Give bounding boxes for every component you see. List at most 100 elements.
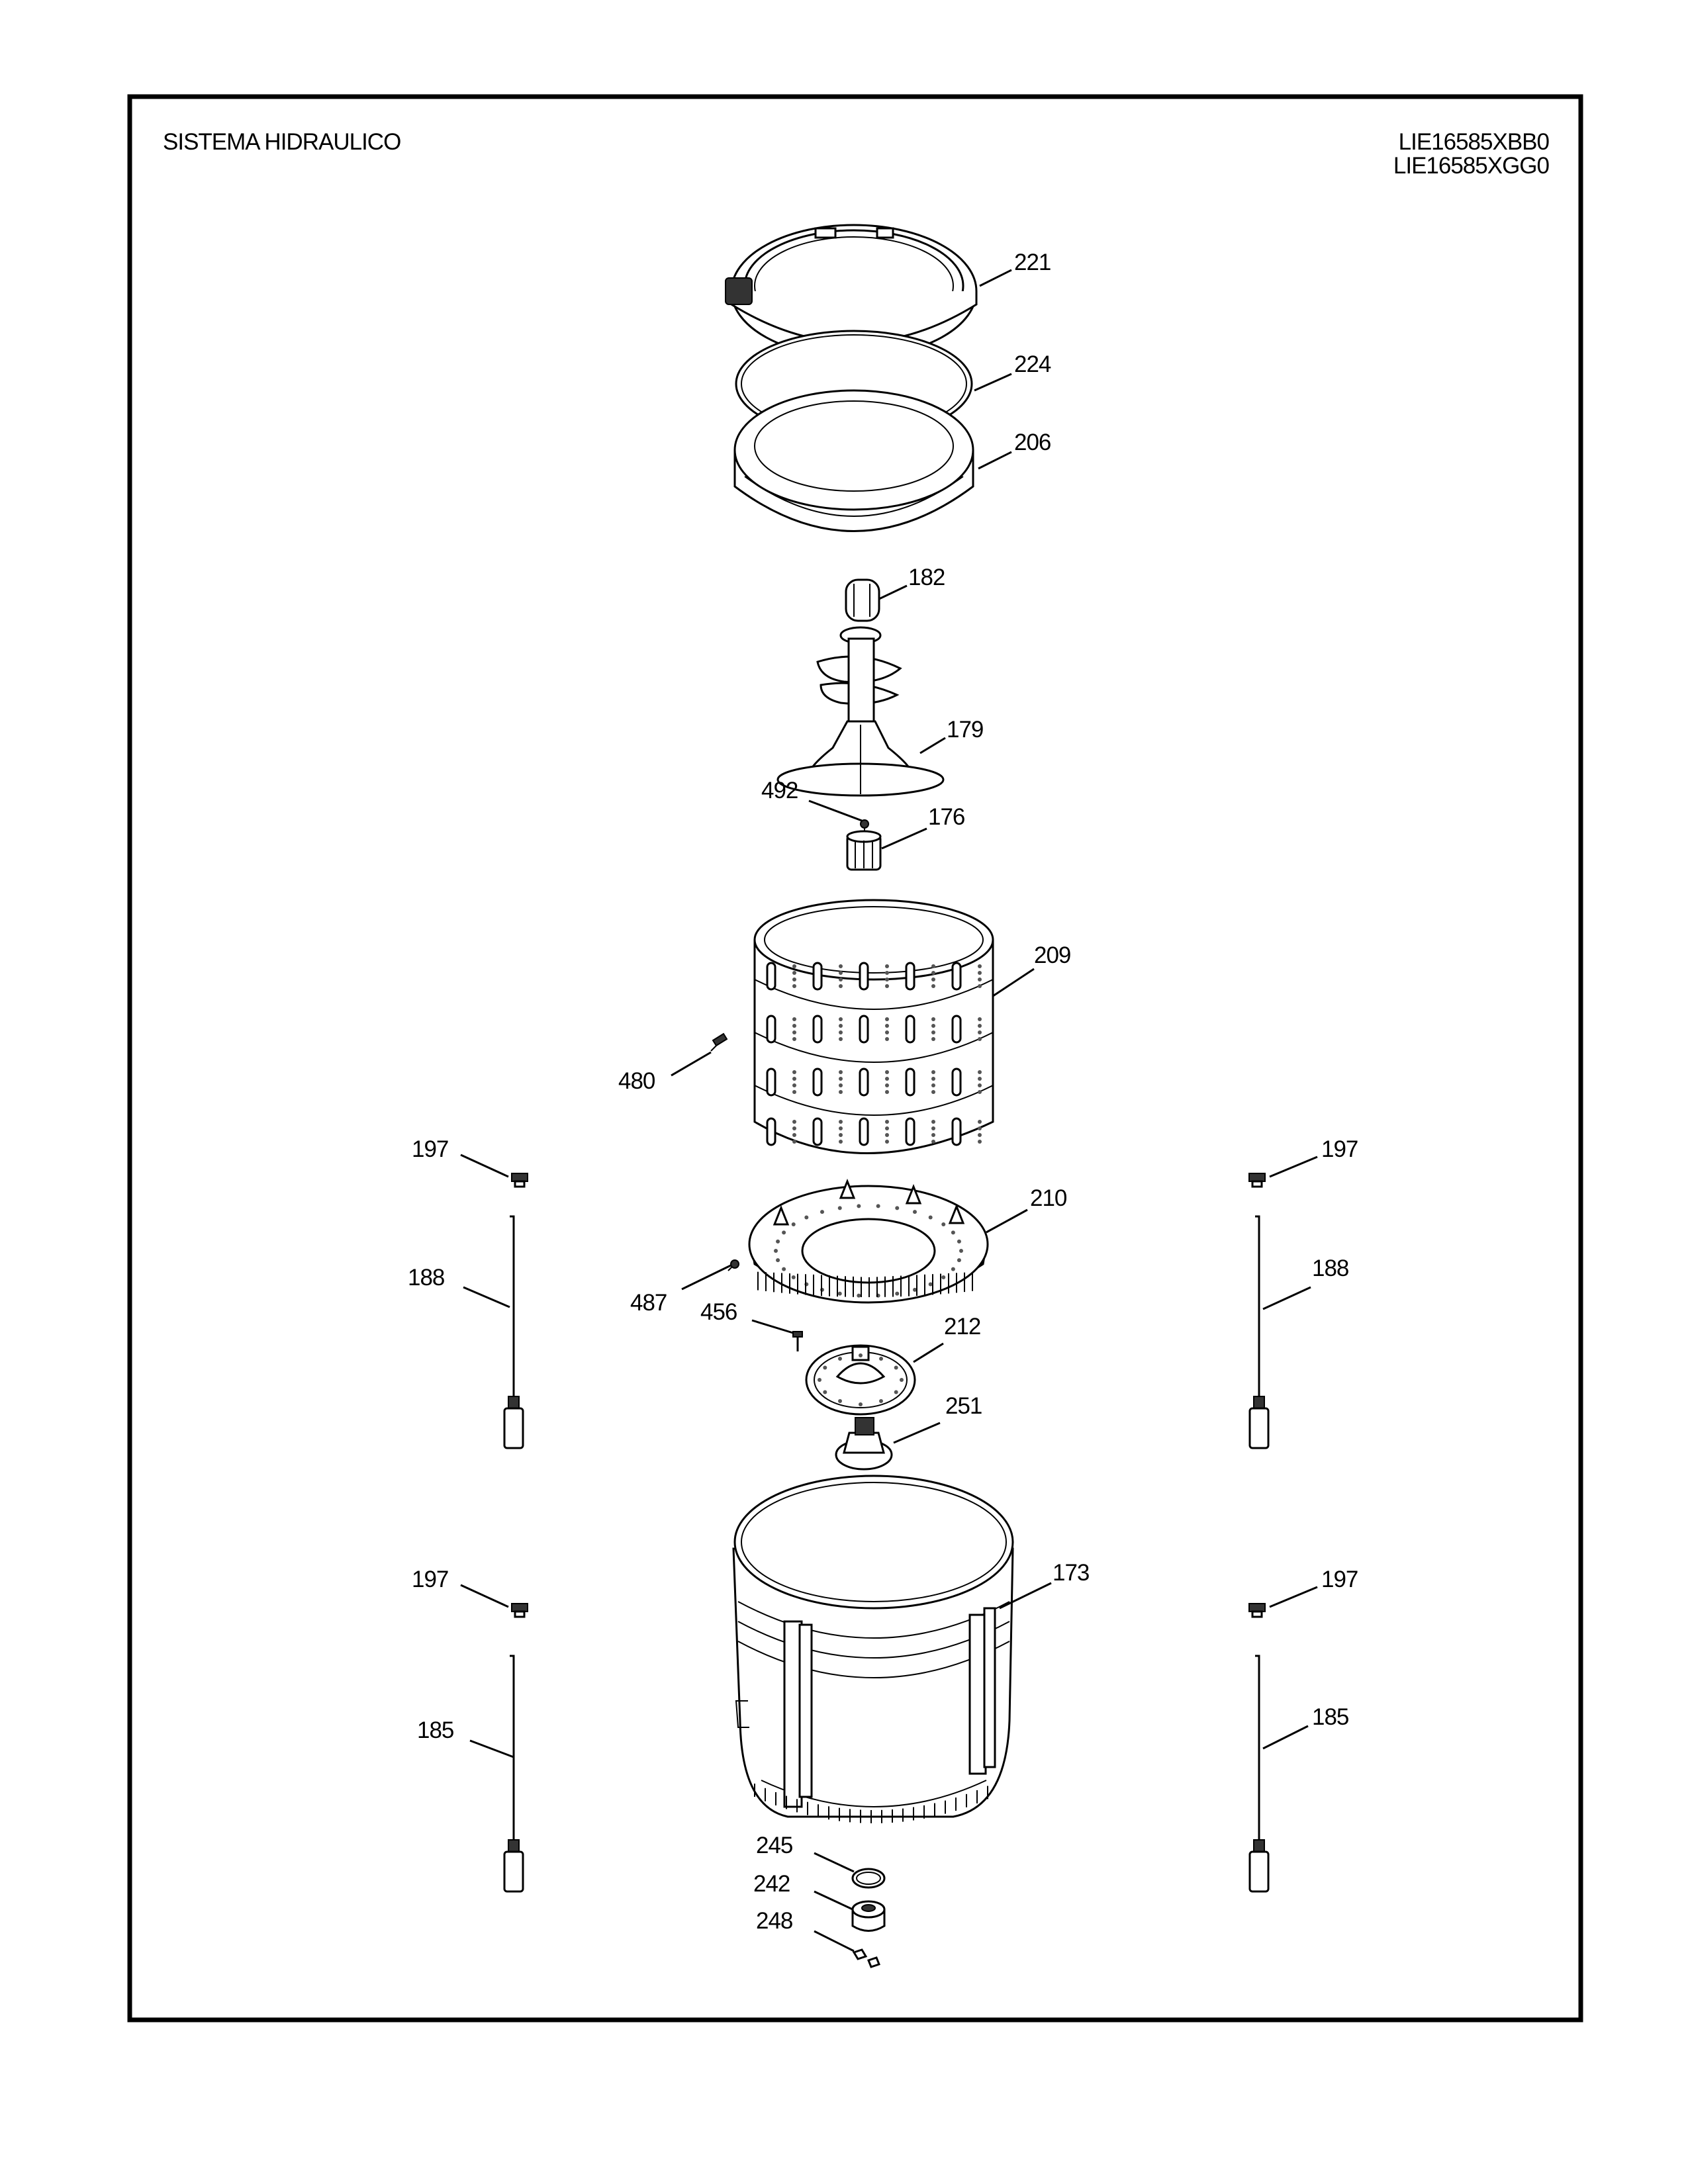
callout-173: 173: [1053, 1560, 1089, 1586]
callout-206: 206: [1014, 430, 1051, 455]
base-hole: [951, 1267, 955, 1271]
basket-hole: [885, 1126, 889, 1130]
basket-hole: [839, 1017, 843, 1021]
basket-hole: [885, 1077, 889, 1081]
basket-hole: [792, 1090, 796, 1094]
callout-492: 492: [761, 778, 798, 803]
basket-hole: [931, 1120, 935, 1124]
basket-slot: [859, 1015, 869, 1044]
basket-hole: [839, 1083, 843, 1087]
basket-hole: [978, 978, 982, 981]
base-hole: [774, 1249, 778, 1253]
part-209-wash-basket: [753, 899, 994, 1154]
base-hole: [857, 1293, 861, 1298]
base-hole: [895, 1291, 900, 1296]
basket-hole: [792, 964, 796, 968]
basket-hole: [931, 1070, 935, 1074]
basket-hole: [839, 1140, 843, 1144]
basket-hole: [792, 1126, 796, 1130]
basket-hole: [885, 964, 889, 968]
base-hole: [820, 1210, 824, 1214]
basket-slot: [905, 1117, 915, 1146]
model-number-2: LIE16585XGG0: [1393, 153, 1550, 179]
basket-hole: [978, 1037, 982, 1041]
base-hole: [776, 1239, 780, 1244]
basket-hole: [931, 1090, 935, 1094]
part-242-bearing: [851, 1900, 886, 1932]
hub-hole: [894, 1390, 898, 1394]
callout-188-right: 188: [1312, 1255, 1348, 1281]
callout-182: 182: [908, 565, 945, 590]
basket-hole: [839, 978, 843, 981]
basket-slot: [951, 1015, 962, 1044]
basket-hole: [839, 1077, 843, 1081]
basket-hole: [978, 964, 982, 968]
basket-hole: [931, 964, 935, 968]
base-hole: [957, 1258, 961, 1263]
basket-hole: [792, 984, 796, 988]
basket-hole: [885, 1120, 889, 1124]
basket-hole: [978, 1017, 982, 1021]
basket-hole: [885, 1037, 889, 1041]
basket-hole: [978, 1090, 982, 1094]
basket-hole: [931, 1133, 935, 1137]
basket-hole: [931, 1077, 935, 1081]
callout-188-left: 188: [408, 1265, 444, 1291]
basket-hole: [978, 1083, 982, 1087]
basket-hole: [978, 984, 982, 988]
base-hole: [913, 1210, 917, 1214]
basket-hole: [978, 1133, 982, 1137]
part-176-coupling: [846, 830, 882, 871]
basket-hole: [792, 971, 796, 975]
callout-245: 245: [756, 1833, 792, 1858]
part-197-nut-lower-left: [511, 1603, 528, 1618]
part-248-clips: [852, 1948, 880, 1968]
basket-slot: [766, 1015, 776, 1044]
hub-hole: [838, 1356, 842, 1361]
part-221-tub-cover: [725, 224, 978, 359]
hub-hole: [823, 1365, 827, 1370]
basket-hole: [931, 1024, 935, 1028]
part-182-agitator-cap: [845, 578, 880, 622]
basket-hole: [792, 1083, 796, 1087]
base-hole: [895, 1206, 900, 1210]
base-hole: [857, 1204, 861, 1208]
hub-hole: [879, 1399, 883, 1404]
part-206-balance-ring: [733, 389, 974, 532]
basket-hole: [978, 1126, 982, 1130]
callout-210: 210: [1030, 1185, 1067, 1211]
part-188-rod-right: [1248, 1215, 1270, 1449]
part-197-nut-lower-right: [1248, 1603, 1266, 1618]
base-hole: [791, 1222, 796, 1227]
base-hole: [951, 1230, 955, 1235]
part-173-outer-tub: [732, 1475, 1014, 1823]
basket-hole: [839, 1024, 843, 1028]
basket-hole: [931, 1037, 935, 1041]
base-hole: [928, 1282, 933, 1287]
part-185-rod-left: [503, 1655, 524, 1893]
basket-hole: [978, 1030, 982, 1034]
basket-hole: [931, 971, 935, 975]
basket-hole: [978, 1140, 982, 1144]
hub-hole: [879, 1356, 883, 1361]
basket-hole: [792, 1077, 796, 1081]
base-hole: [782, 1267, 786, 1271]
basket-hole: [885, 1030, 889, 1034]
hub-hole: [859, 1402, 863, 1406]
callout-221: 221: [1014, 250, 1051, 275]
basket-hole: [885, 1070, 889, 1074]
basket-hole: [885, 1090, 889, 1094]
basket-hole: [839, 1133, 843, 1137]
basket-hole: [978, 1120, 982, 1124]
basket-hole: [885, 978, 889, 981]
part-188-rod-left: [503, 1215, 524, 1449]
basket-hole: [931, 984, 935, 988]
basket-slot: [951, 1117, 962, 1146]
callout-242: 242: [753, 1871, 790, 1897]
basket-hole: [885, 1133, 889, 1137]
part-480-screw: [710, 1032, 728, 1052]
basket-hole: [792, 978, 796, 981]
callout-176: 176: [928, 804, 964, 830]
basket-hole: [978, 1070, 982, 1074]
basket-hole: [839, 984, 843, 988]
